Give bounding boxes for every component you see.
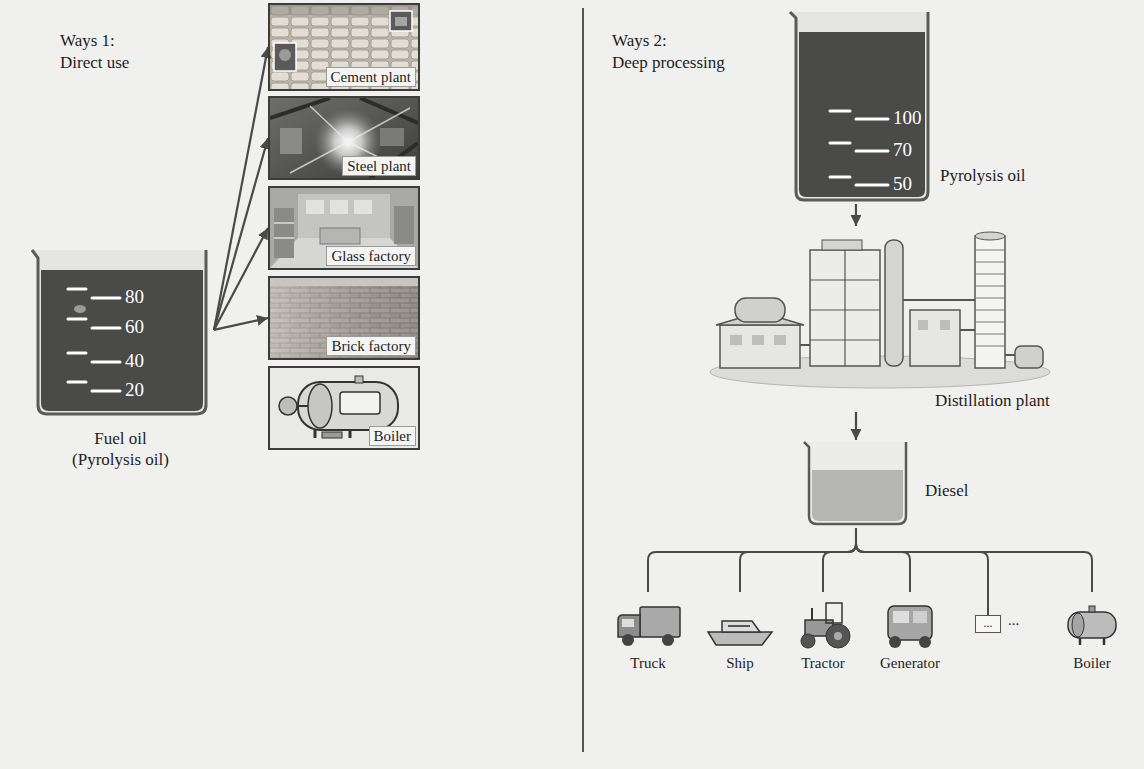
heading-text: Deep processing <box>612 52 725 73</box>
node-label: Truck <box>608 654 688 672</box>
pyrolysis-oil-beaker: 100 70 50 Pyrolysis oil <box>782 6 1052 204</box>
node-label: Pyrolysis oil <box>940 165 1026 186</box>
flow-arrow <box>214 318 268 330</box>
bracket-line <box>856 528 910 592</box>
flow-arrow <box>214 47 268 330</box>
node-label: ... <box>976 616 1000 630</box>
bracket-line <box>856 528 1092 592</box>
ship-icon: Ship <box>700 592 780 676</box>
bracket-line <box>856 528 988 615</box>
scale-number: 50 <box>893 173 912 195</box>
bracket-line <box>823 528 856 592</box>
scale-number: 70 <box>893 139 912 161</box>
heading-text: Ways 2: <box>612 30 667 51</box>
plant-box: Glass factory <box>268 186 420 270</box>
node-label: Steel plant <box>342 156 416 176</box>
node-label: Boiler <box>369 426 417 446</box>
tractor-icon: Tractor <box>783 592 863 676</box>
generator-icon: Generator <box>866 592 954 676</box>
plant-box: Cement plant <box>268 3 420 91</box>
node-label: Ship <box>700 654 780 672</box>
scale-number: 20 <box>125 379 144 401</box>
plant-box: Boiler <box>268 366 420 450</box>
flow-arrow <box>855 204 857 226</box>
node-label: Distillation plant <box>935 390 1050 411</box>
node-label: Cement plant <box>326 67 416 87</box>
flow-arrow <box>214 228 268 330</box>
fuel-oil-beaker: 80 60 40 20Fuel oil (Pyrolysis oil) <box>28 248 214 475</box>
node-label: Tractor <box>783 654 863 672</box>
distillation-plant: Distillation plant <box>700 226 1110 412</box>
beaker-illustration <box>0 0 960 210</box>
flow-arrow <box>214 138 268 330</box>
node-label: Glass factory <box>326 246 416 266</box>
more-box: ... <box>975 615 1001 633</box>
node-label: Diesel <box>925 480 968 501</box>
bracket-line <box>648 528 856 592</box>
node-label: Generator <box>866 654 954 672</box>
flow-arrow <box>855 412 857 440</box>
heading-text: Direct use <box>60 52 129 73</box>
boiler-icon: Boiler <box>1052 592 1132 676</box>
scale-number: 100 <box>893 107 922 129</box>
plant-box: Steel plant <box>268 96 420 180</box>
distillation-plant-illustration <box>0 0 1144 400</box>
node-label: Boiler <box>1052 654 1132 672</box>
scale-number: 40 <box>125 350 144 372</box>
node-label: Brick factory <box>326 336 416 356</box>
diesel-beaker: Diesel <box>800 440 990 528</box>
truck-icon: Truck <box>608 592 688 676</box>
node-label: Fuel oil (Pyrolysis oil) <box>63 428 178 470</box>
heading-text: Ways 1: <box>60 30 115 51</box>
plant-box: Brick factory <box>268 276 420 360</box>
heading-text: ... <box>1008 610 1019 631</box>
scale-number: 80 <box>125 286 144 308</box>
bracket-line <box>740 528 856 592</box>
scale-number: 60 <box>125 316 144 338</box>
